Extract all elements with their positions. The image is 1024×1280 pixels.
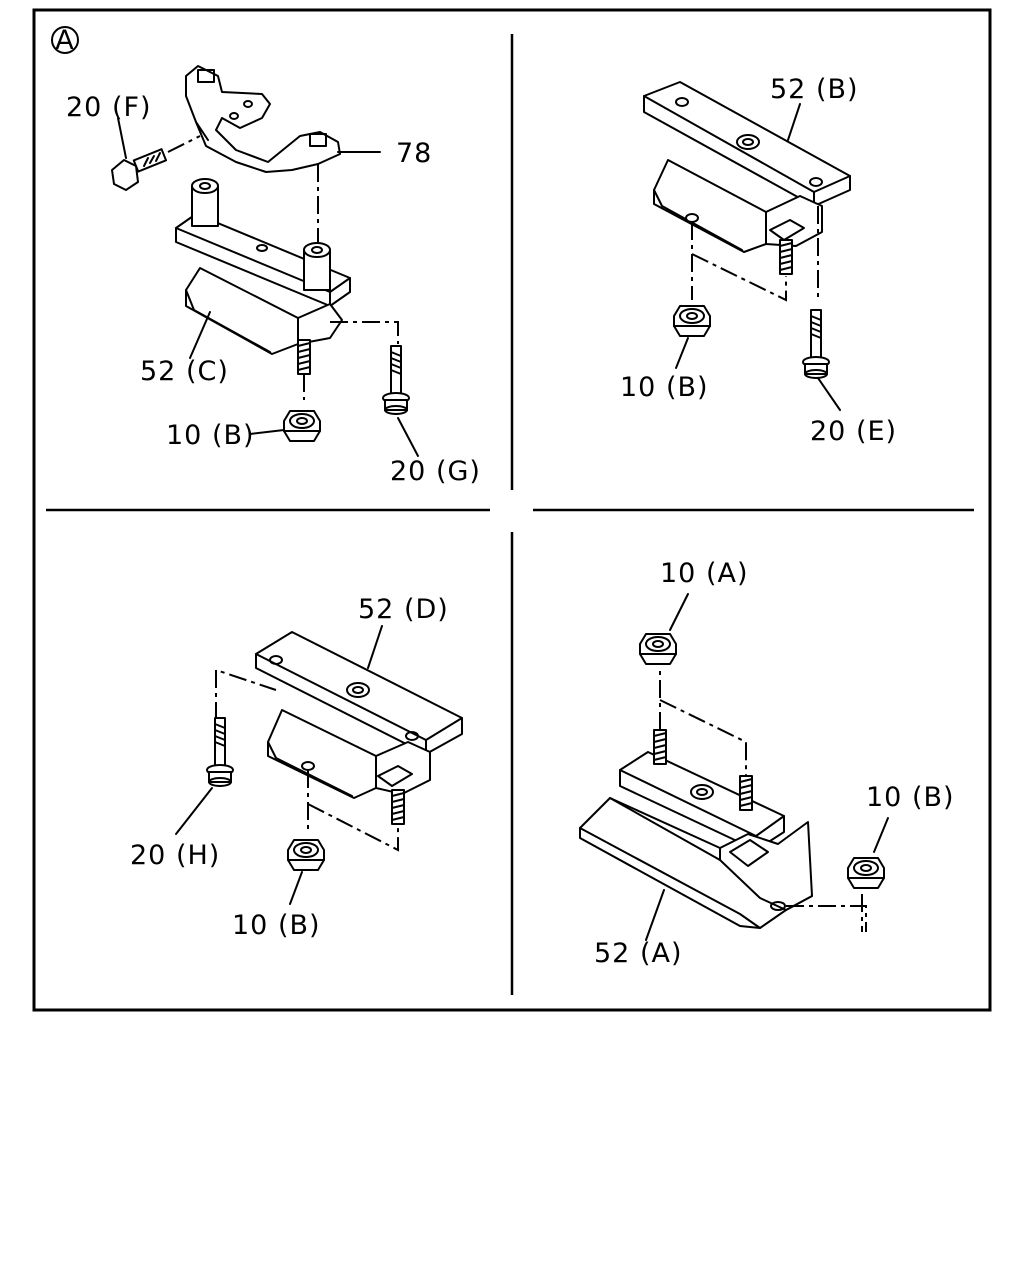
leader-10b-br [873, 817, 889, 853]
leader-10b-tr [675, 337, 689, 369]
label-nut-10b-br: 10 (B) [866, 782, 955, 813]
leader-52c [189, 311, 211, 359]
label-bolt-20e: 20 (E) [810, 416, 897, 447]
label-nut-10b-tr: 10 (B) [620, 372, 709, 403]
nut-10b-tr-drawing [673, 305, 711, 337]
label-mount-52d: 52 (D) [358, 594, 449, 625]
leader-52a [645, 889, 665, 941]
leader-20h [175, 787, 213, 835]
diagram-frame [32, 8, 992, 1012]
panel-top-right: 52 (B) 10 (B) 20 (E) [620, 74, 897, 447]
mount-52b-drawing [643, 81, 851, 302]
bolt-20f-drawing [111, 135, 201, 191]
leader-20f [117, 117, 127, 159]
nut-10a-drawing [639, 633, 677, 665]
label-mount-52b: 52 (B) [770, 74, 859, 105]
bolt-20h-drawing [206, 717, 234, 787]
leader-20g [397, 417, 419, 457]
mount-52a-drawing [579, 670, 867, 932]
leader-52d [367, 625, 383, 669]
leader-10b-bl [289, 871, 303, 905]
panel-bottom-left: 52 (D) 20 (H) 10 (B) [130, 594, 463, 941]
leader-20e [817, 377, 841, 411]
label-mount-52a: 52 (A) [594, 938, 682, 969]
label-nut-10b-bl: 10 (B) [232, 910, 321, 941]
nut-10b-tl-drawing [283, 410, 321, 442]
leader-10a [669, 593, 689, 631]
panel-bottom-right: 10 (A) 10 (B) 52 (A) [579, 558, 955, 969]
mount-52d-drawing [215, 631, 463, 852]
label-nut-10a: 10 (A) [660, 558, 748, 589]
leader-52b [787, 103, 801, 141]
mount-52c-drawing [175, 164, 399, 400]
label-bolt-20f: 20 (F) [66, 92, 152, 123]
label-nut-10b-tl: 10 (B) [166, 420, 255, 451]
label-mount-52c: 52 (C) [140, 356, 229, 387]
panel-top-left: 20 (F) 78 52 (C) 10 (B) 20 (G) [66, 65, 481, 487]
nut-10b-bl-drawing [287, 839, 325, 871]
section-marker-letter: A [55, 25, 74, 56]
bolt-20e-drawing [802, 309, 830, 379]
label-bolt-20g: 20 (G) [390, 456, 481, 487]
bracket-78-drawing [185, 65, 341, 173]
leader-10b-tl [249, 429, 285, 435]
nut-10b-br-drawing [847, 857, 885, 889]
bolt-20g-drawing [382, 345, 410, 415]
label-bracket-78: 78 [396, 138, 432, 169]
label-bolt-20h: 20 (H) [130, 840, 220, 871]
section-marker-circle [51, 26, 79, 54]
